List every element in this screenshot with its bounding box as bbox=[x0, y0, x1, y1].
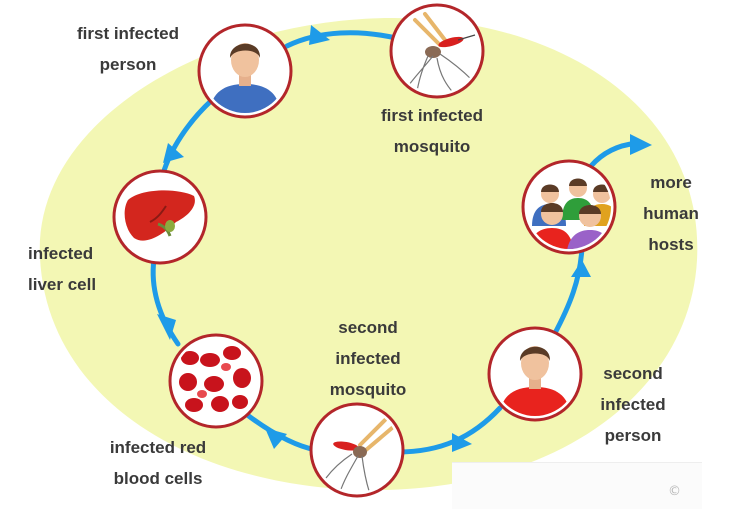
label-line: hosts bbox=[648, 235, 694, 254]
label-liver: infected liver cell bbox=[28, 238, 96, 300]
arrowhead-5 bbox=[452, 433, 472, 452]
label-first-person: first infected person bbox=[77, 18, 179, 80]
label-line: second bbox=[338, 318, 398, 337]
watermark-mark: © bbox=[668, 484, 681, 499]
blood-node bbox=[168, 333, 264, 429]
arrowhead-2 bbox=[163, 143, 184, 163]
crowd-icon bbox=[528, 178, 611, 249]
label-line: infected red bbox=[109, 438, 207, 457]
arrowhead-7 bbox=[630, 134, 652, 155]
liver-icon bbox=[124, 190, 195, 241]
arrowheads bbox=[157, 25, 652, 452]
second-person-node bbox=[487, 326, 583, 422]
label-line: mosquito bbox=[393, 137, 471, 156]
label-line: mosquito bbox=[329, 380, 407, 399]
arrow-mosquito-to-person bbox=[284, 30, 399, 49]
label-line: first infected bbox=[76, 24, 180, 43]
watermark-strip bbox=[452, 462, 702, 509]
label-blood: infected red blood cells bbox=[110, 432, 206, 494]
arrow-liver-to-blood bbox=[150, 256, 181, 347]
label-line: human bbox=[643, 204, 699, 223]
second-mosquito-node bbox=[309, 402, 405, 498]
arrowhead-3 bbox=[157, 314, 176, 340]
first-mosquito-node bbox=[389, 3, 485, 99]
mosquito-icon bbox=[403, 12, 476, 93]
label-first-mosquito: first infected mosquito bbox=[381, 100, 483, 162]
hosts-node bbox=[521, 159, 617, 255]
liver-node bbox=[112, 169, 208, 265]
label-line: infected bbox=[28, 244, 94, 263]
label-line: infected bbox=[600, 395, 666, 414]
label-line: infected bbox=[335, 349, 401, 368]
mosquito-icon bbox=[325, 418, 394, 492]
label-line: liver cell bbox=[28, 275, 97, 294]
label-line: person bbox=[99, 55, 157, 74]
arrow-person2-to-hosts bbox=[551, 245, 585, 338]
label-second-person: second infected person bbox=[600, 358, 665, 451]
red-blood-cells-icon bbox=[179, 346, 251, 412]
label-line: more bbox=[650, 173, 692, 192]
arrowhead-1 bbox=[309, 25, 330, 45]
label-second-mosquito: second infected mosquito bbox=[330, 312, 407, 405]
label-line: first infected bbox=[380, 106, 484, 125]
first-person-node bbox=[197, 23, 293, 119]
arrow-person-to-liver bbox=[160, 97, 215, 177]
arrowhead-6 bbox=[571, 260, 591, 277]
label-hosts: more human hosts bbox=[643, 167, 699, 260]
arrowhead-4 bbox=[265, 428, 287, 449]
label-line: second bbox=[603, 364, 663, 383]
label-line: person bbox=[604, 426, 662, 445]
label-line: blood cells bbox=[113, 469, 203, 488]
